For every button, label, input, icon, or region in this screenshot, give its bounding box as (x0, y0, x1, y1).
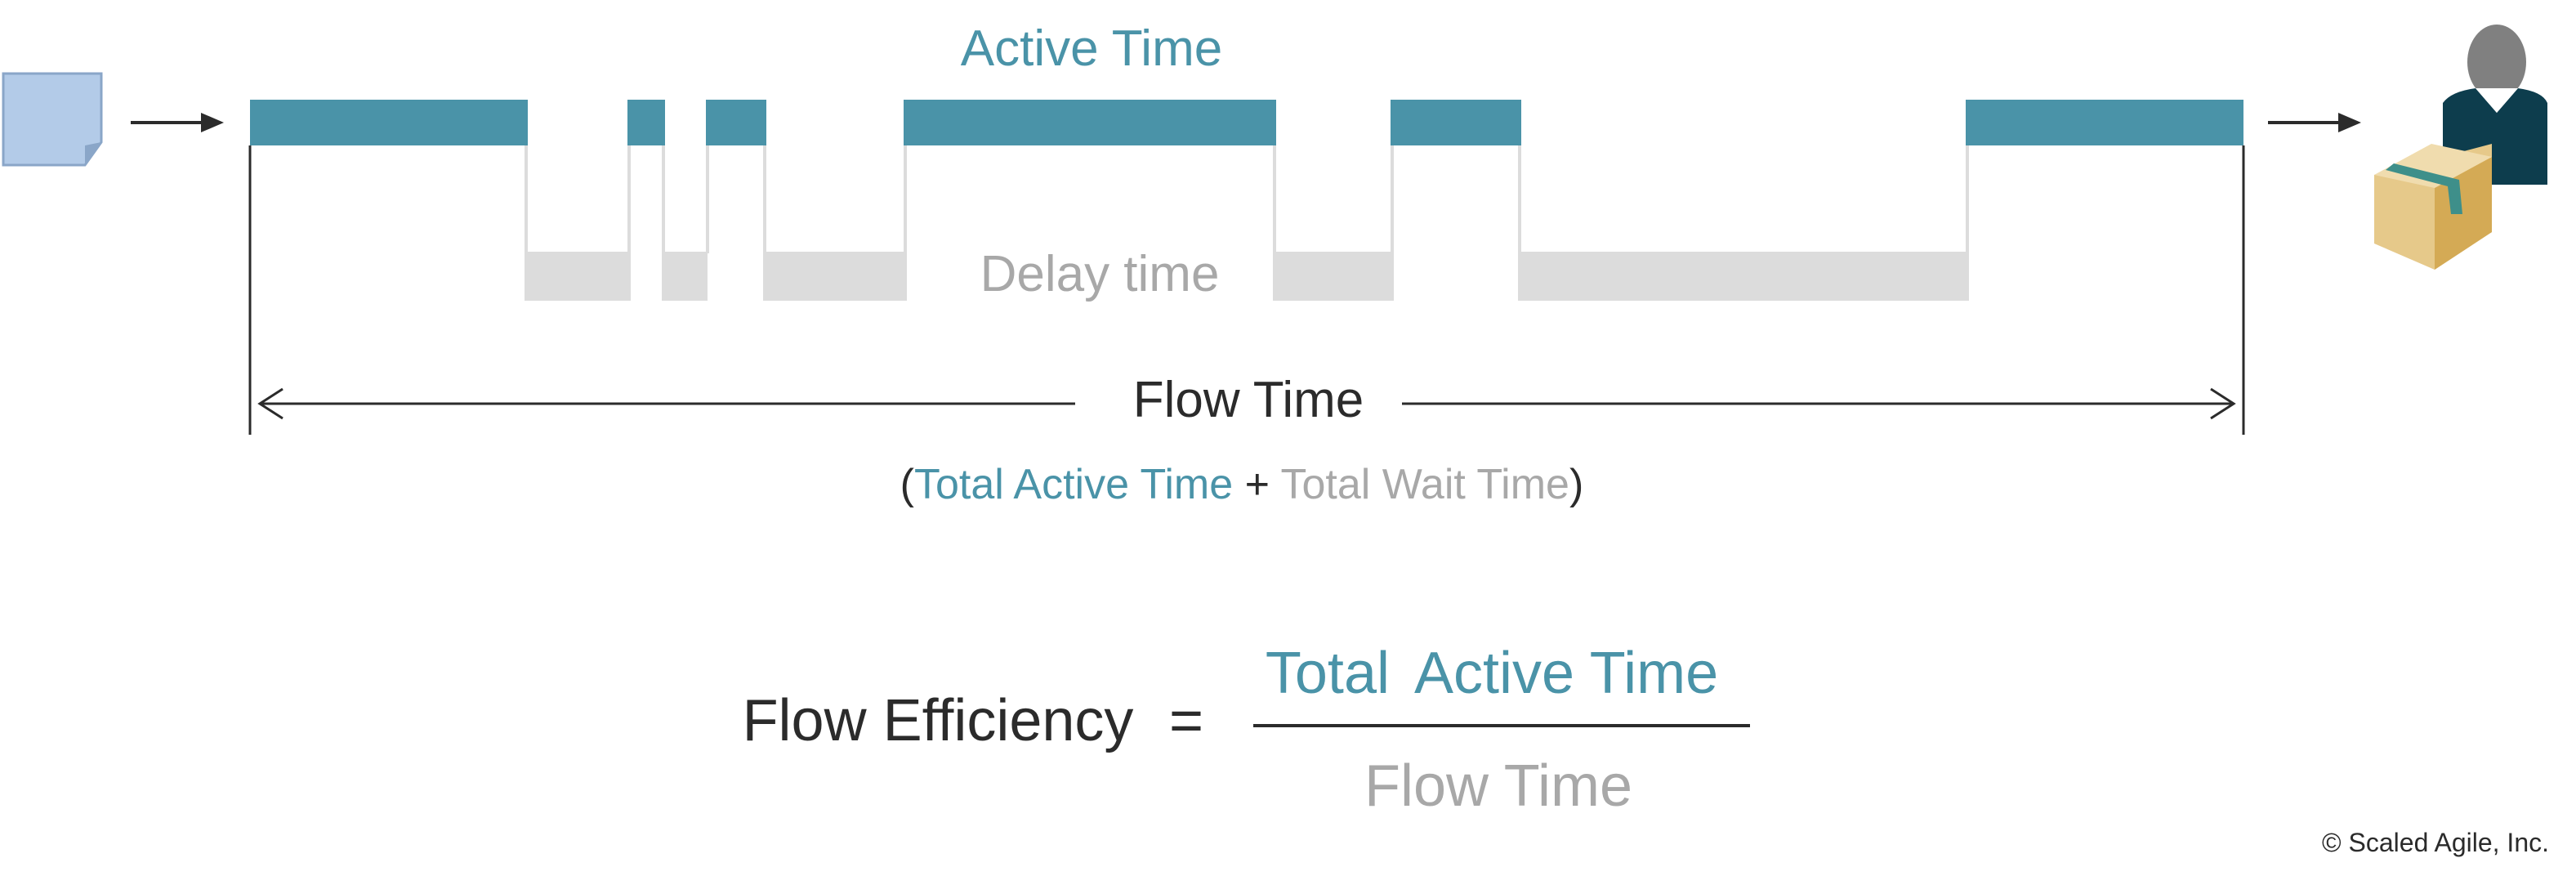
active-bar (1391, 100, 1521, 145)
delay-time-label: Delay time (980, 246, 1220, 302)
flow-time-bracket (248, 145, 2245, 435)
efficiency-numerator: Total Active Time (1266, 641, 1718, 706)
active-bar (706, 100, 766, 145)
flow-time-formula: (Total Active Time + Total Wait Time) (900, 461, 1584, 508)
formula-total-wait: Total Wait Time (1280, 461, 1569, 508)
formula-plus: + (1233, 461, 1280, 508)
delay-bar (763, 252, 907, 301)
transition-lines (525, 144, 1969, 253)
flow-time-label: Flow Time (1133, 372, 1364, 428)
delay-bar (1518, 252, 1969, 301)
copyright-text: © Scaled Agile, Inc. (2322, 828, 2549, 857)
exit-arrow (2268, 113, 2361, 132)
formula-open-paren: ( (900, 461, 915, 508)
entry-arrow (131, 113, 224, 132)
customer-with-package-icon (2374, 25, 2547, 270)
equals-sign: = (1169, 688, 1203, 753)
efficiency-denominator: Flow Time (1364, 753, 1632, 819)
flow-efficiency-label: Flow Efficiency (743, 688, 1134, 753)
numerator-word-active-time: Active Time (1414, 641, 1718, 706)
active-bars (250, 100, 2243, 145)
numerator-word-total: Total (1266, 641, 1390, 706)
formula-total-active: Total Active Time (914, 461, 1233, 508)
active-bar (904, 100, 1276, 145)
active-bar (1966, 100, 2243, 145)
active-bar (250, 100, 528, 145)
delay-bar (525, 252, 631, 301)
delay-bar (1273, 252, 1394, 301)
formula-close-paren: ) (1569, 461, 1583, 508)
delay-bar (662, 252, 708, 301)
active-time-label: Active Time (961, 20, 1222, 77)
delay-bars (525, 252, 1969, 301)
active-bar (627, 100, 665, 145)
sticky-note-icon (2, 72, 103, 167)
